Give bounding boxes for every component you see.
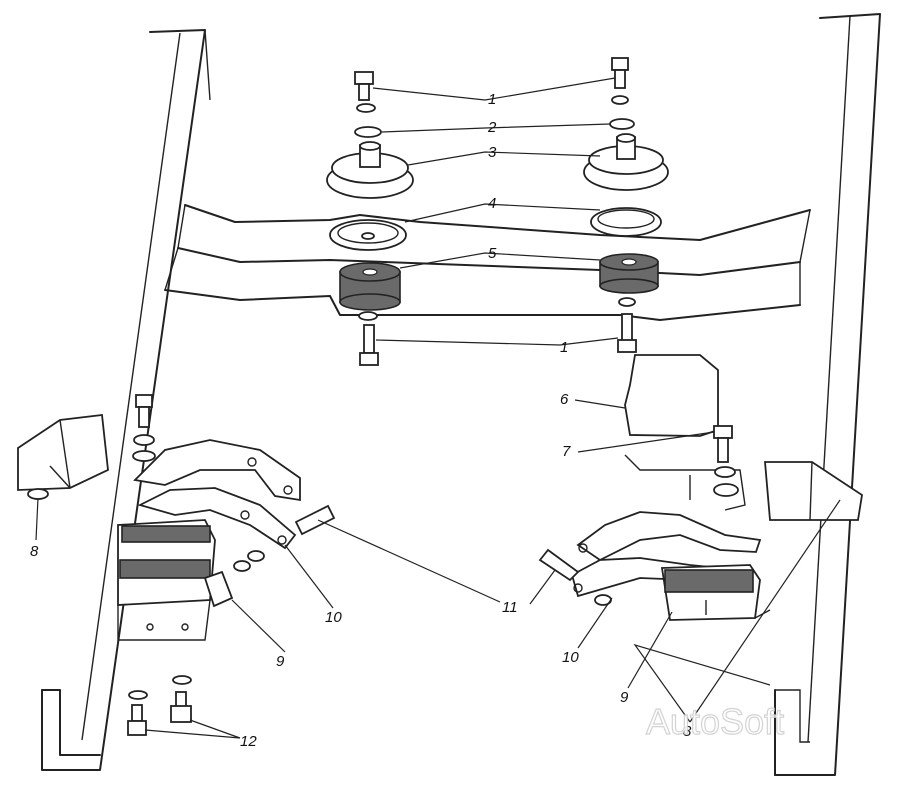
callout-1-bottom: 1 xyxy=(560,339,568,356)
bolt-left-bracket xyxy=(132,394,156,462)
pad-left xyxy=(117,519,265,641)
bracket-side-right xyxy=(764,461,863,521)
watermark-text: AutoSoft xyxy=(646,701,784,742)
bracket-left xyxy=(17,413,109,500)
lock-washer-upper-left xyxy=(356,103,376,113)
lock-washer-lower-right xyxy=(618,297,636,307)
cross-member xyxy=(164,204,811,321)
callout-7: 7 xyxy=(562,443,571,460)
washer-right xyxy=(609,118,635,130)
cushion-upper-right xyxy=(583,133,669,191)
bracket-right xyxy=(624,354,746,511)
callout-5: 5 xyxy=(488,245,497,262)
left-mount-stack xyxy=(326,71,414,366)
callout-10-left: 10 xyxy=(325,609,342,626)
callout-9-left: 9 xyxy=(276,653,285,670)
callout-1-top: 1 xyxy=(488,91,496,108)
callout-4: 4 xyxy=(488,195,496,212)
right-mount-stack xyxy=(583,57,669,353)
lock-washer-lower-left xyxy=(358,311,378,321)
callout-labels: 1 2 3 4 5 1 6 7 8 9 10 11 10 9 8 12 xyxy=(30,91,692,750)
left-frame-rail xyxy=(41,29,211,771)
callout-12: 12 xyxy=(240,733,257,750)
retainer-left xyxy=(329,219,407,251)
callout-8-right: 8 xyxy=(683,723,692,740)
leader-lines xyxy=(35,77,841,739)
lock-washer-upper-right xyxy=(611,95,629,105)
retainer-right xyxy=(590,207,662,237)
cushion-lower-right xyxy=(599,253,659,294)
engine-arm-right xyxy=(538,511,762,606)
right-frame-rail xyxy=(774,13,881,776)
pad-right xyxy=(660,564,771,621)
bolt-upper-left xyxy=(354,71,374,101)
callout-11: 11 xyxy=(502,599,518,616)
bolt-lower-right xyxy=(617,313,637,353)
callout-6: 6 xyxy=(560,391,569,408)
callout-9-right: 9 xyxy=(620,689,629,706)
bolt-right-bracket xyxy=(713,425,739,497)
washer-left xyxy=(354,126,382,138)
callout-8-left: 8 xyxy=(30,543,39,560)
cushion-lower-left xyxy=(339,262,401,311)
bolt-upper-right xyxy=(611,57,629,89)
bolt-lower-left xyxy=(359,324,379,366)
callout-10-right: 10 xyxy=(562,649,579,666)
callout-2: 2 xyxy=(487,119,497,136)
engine-arm-left xyxy=(133,439,336,550)
nuts-bottom-left xyxy=(127,675,192,736)
callout-3: 3 xyxy=(488,144,497,161)
cushion-upper-left xyxy=(326,141,414,199)
